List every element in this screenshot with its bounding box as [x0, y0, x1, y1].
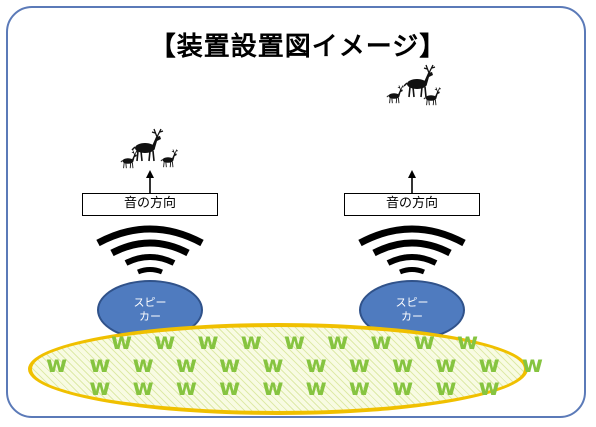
- up-arrow-icon: [146, 170, 154, 193]
- grass-row: w w w w w w w w w: [110, 329, 486, 355]
- sound-wave-icon: [98, 229, 202, 272]
- speaker-label: スピー カー: [395, 296, 429, 323]
- up-arrow-icon: [408, 170, 416, 193]
- diagram-frame: [6, 6, 586, 418]
- grass-field: [28, 323, 528, 415]
- diagram-title: 【装置設置図イメージ】: [149, 32, 447, 62]
- speaker-label: スピー カー: [133, 296, 167, 323]
- grass-row: w w w w w w w w w w w w: [45, 352, 551, 378]
- grass-row: w w w w w w w w w w: [89, 375, 507, 401]
- sound-direction-label: 音の方向: [82, 193, 218, 216]
- sound-wave-icon: [360, 229, 464, 272]
- sound-direction-label: 音の方向: [344, 193, 480, 216]
- deer-group-icon: [386, 64, 442, 106]
- deer-group-icon: [120, 128, 179, 169]
